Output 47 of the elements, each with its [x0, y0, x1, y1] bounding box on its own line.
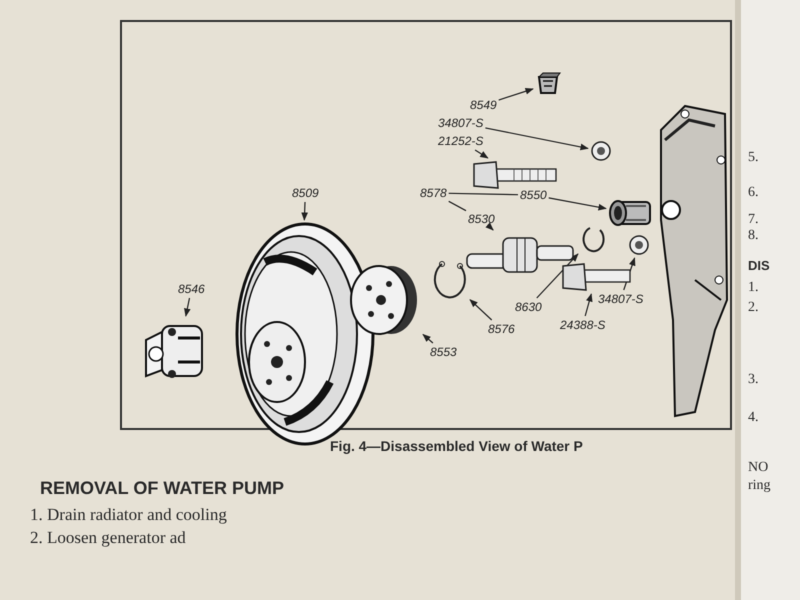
note-text: NO — [748, 460, 768, 476]
list-number: 3. — [748, 372, 758, 388]
leader-line — [184, 298, 191, 317]
part-number: 34807-S — [598, 292, 644, 306]
part-number: 8550 — [520, 188, 547, 202]
section-heading: DIS — [748, 258, 770, 273]
leader-line — [548, 197, 607, 210]
part-number: 8530 — [468, 212, 495, 226]
part-number: 8576 — [488, 322, 515, 336]
leader-line — [485, 222, 494, 231]
leader-line — [301, 202, 308, 221]
list-number: 5. — [748, 150, 758, 166]
leader-line — [422, 334, 434, 344]
leader-line — [584, 293, 592, 316]
list-number: 4. — [748, 410, 758, 426]
list-number: 6. — [748, 185, 758, 201]
part-number: 34807-S — [438, 116, 484, 130]
part-number: 8578 — [420, 186, 447, 200]
section-heading: REMOVAL OF WATER PUMP — [40, 478, 284, 499]
leader-line — [498, 88, 534, 101]
leader-line — [485, 127, 589, 150]
snap-ring-drawing — [580, 226, 604, 252]
list-number: 8. — [748, 228, 758, 244]
part-number: 21252-S — [438, 134, 484, 148]
leader-line — [536, 253, 579, 298]
part-number: 8546 — [178, 282, 205, 296]
leader-line — [448, 192, 518, 196]
part-number: 24388-S — [560, 318, 606, 332]
part-number: 8630 — [515, 300, 542, 314]
washer-drawing — [590, 140, 612, 162]
note-text: ring — [748, 478, 771, 494]
list-number: 7. — [748, 212, 758, 228]
instruction-text: 1. Drain radiator and cooling — [30, 505, 227, 525]
instruction-text: 2. Loosen generator ad — [30, 528, 186, 548]
bolt-drawing — [560, 262, 632, 292]
part-number: 8553 — [430, 345, 457, 359]
list-number: 1. — [748, 280, 758, 296]
part-number: 8549 — [470, 98, 497, 112]
list-number: 2. — [748, 300, 758, 316]
seal-drawing — [608, 198, 652, 228]
washer-drawing — [628, 234, 650, 256]
part-number: 8509 — [292, 186, 319, 200]
figure-caption: Fig. 4—Disassembled View of Water P — [330, 438, 583, 454]
leader-line — [474, 150, 489, 158]
leader-line — [448, 200, 466, 212]
cap-drawing — [535, 72, 561, 96]
leader-line — [469, 299, 492, 320]
